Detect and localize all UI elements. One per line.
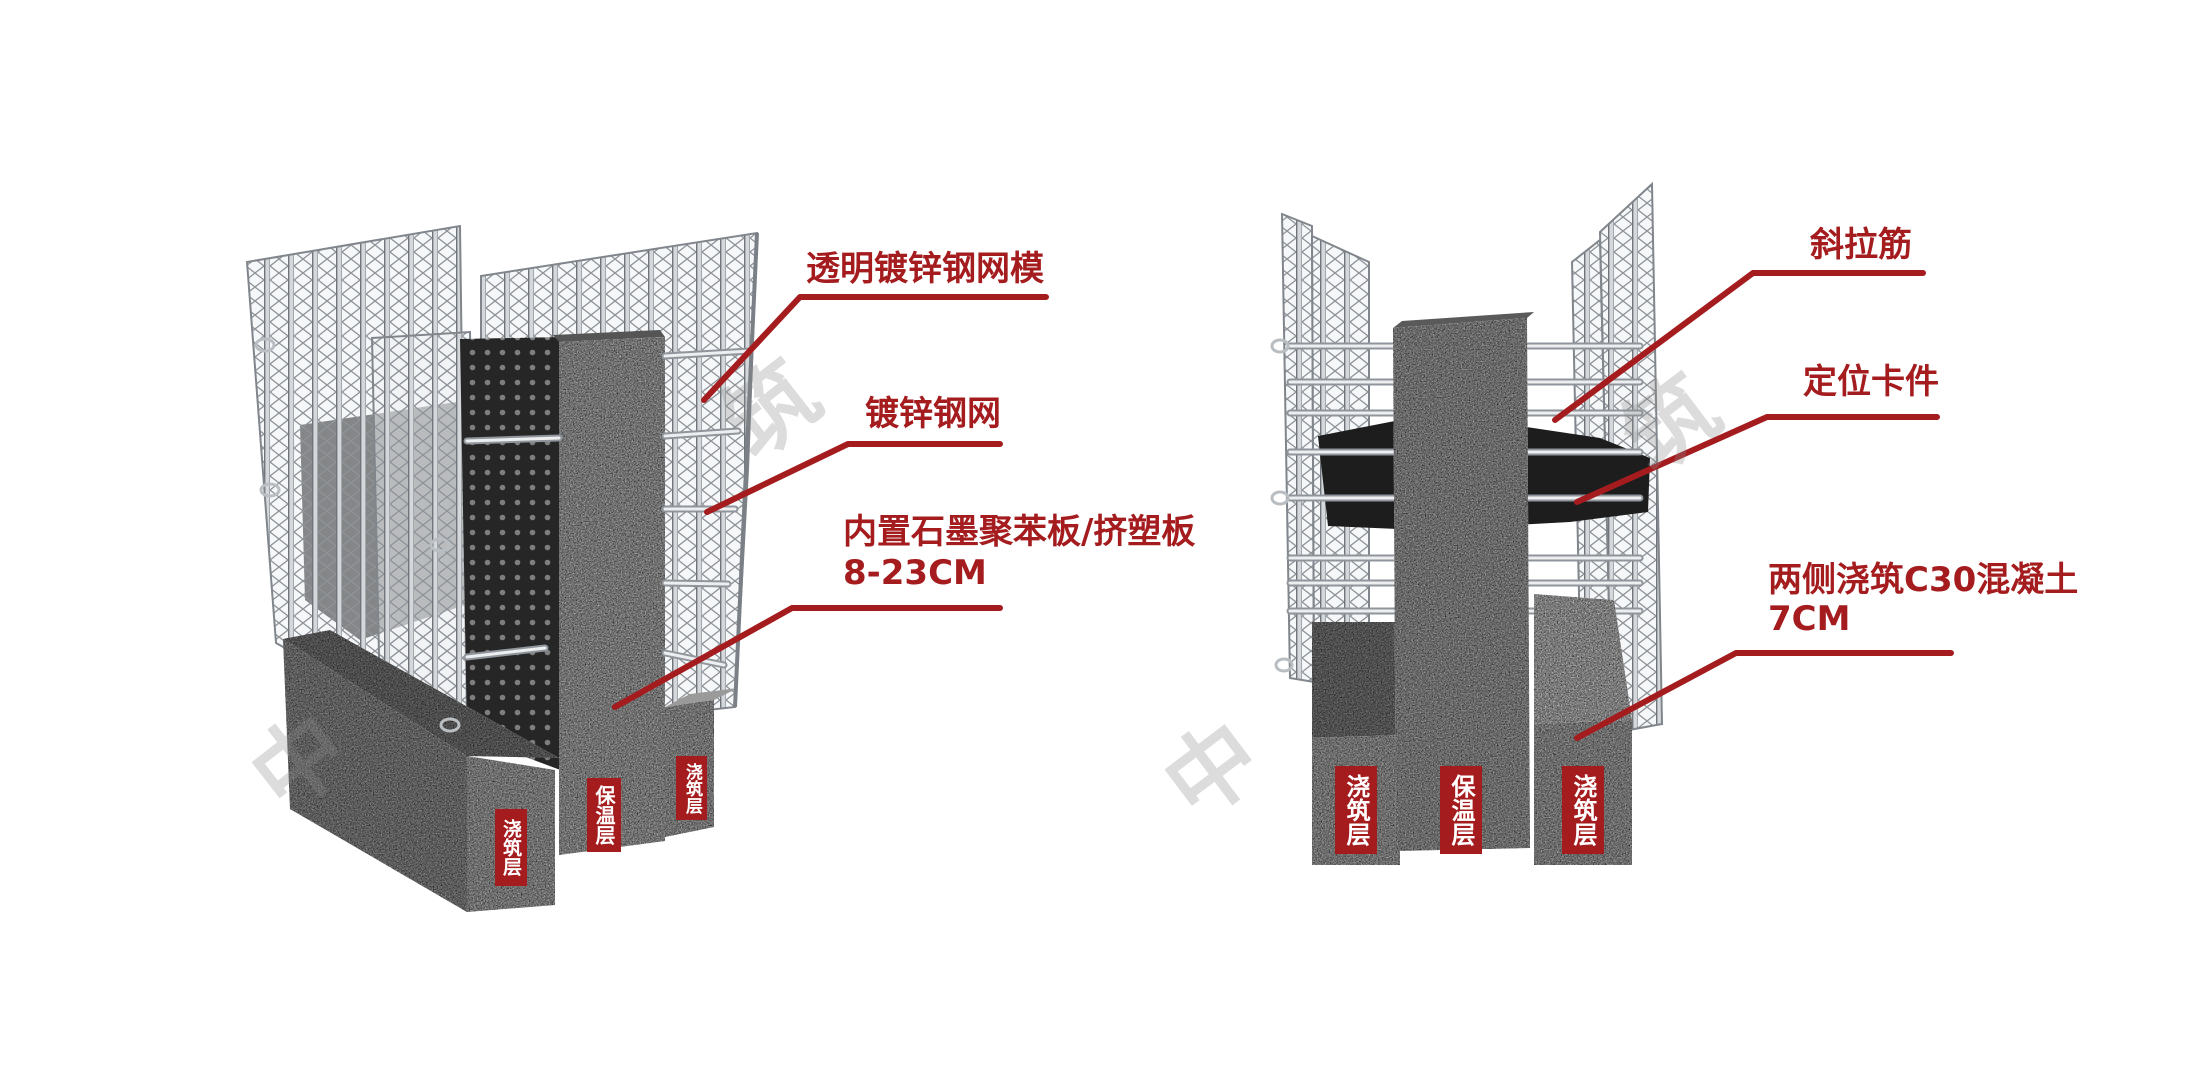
tag-right-model-pour-layer-2: 浇筑层 [1562,766,1604,854]
left-model [245,224,759,912]
graphite-board-side [460,337,563,771]
steel-ties [463,347,754,669]
label-positioning-clip: 定位卡件 [1803,362,1939,402]
tag-left-model-pour-layer-2: 浇筑层 [676,756,707,820]
label-galvanized-mesh: 镀锌钢网 [865,394,1001,434]
watermark-right-start: 中 [1145,702,1280,840]
leader-concrete-pour [1574,650,1954,741]
leader-diagonal-tie [1552,270,1926,423]
back-mesh-edge [733,232,759,708]
pour-block-right-top [665,688,738,707]
label-insulation-board: 内置石墨聚苯板/挤塑板 [843,512,1196,552]
pour-block-left-top [1312,622,1400,738]
label-concrete-pour: 两侧浇筑C30混凝土 [1768,560,2079,600]
leader-galvanized-mesh [704,441,1003,515]
label-diagonal-tie: 斜拉筋 [1810,225,1912,265]
tag-right-model-insulation-layer: 保温层 [1440,766,1482,854]
pour-block-left-side [283,639,467,912]
pour-block-left-top [283,630,559,758]
right-model [1270,181,1664,865]
insulation-block-top [553,330,665,342]
leader-positioning-clip [1574,414,1940,505]
leader-insulation-board [612,605,1003,710]
pour-block-right-top [1534,594,1632,724]
label-concrete-thickness: 7CM [1768,599,1851,639]
tag-right-model-pour-layer-1: 浇筑层 [1335,766,1377,854]
insulation-block-top [1393,312,1534,328]
leader-mesh-formwork [701,294,1049,403]
tag-left-model-pour-layer-1: 浇筑层 [495,809,527,886]
label-insulation-thickness: 8-23CM [843,553,987,593]
insulation-block-front [559,337,665,855]
tie-hooks [1270,338,1294,673]
insulation-block-front [1393,318,1530,851]
callout-lines [612,270,1954,741]
tag-left-model-insulation-layer: 保温层 [587,778,621,852]
tie-hooks [254,337,461,733]
label-mesh-formwork: 透明镀锌钢网模 [806,249,1044,289]
